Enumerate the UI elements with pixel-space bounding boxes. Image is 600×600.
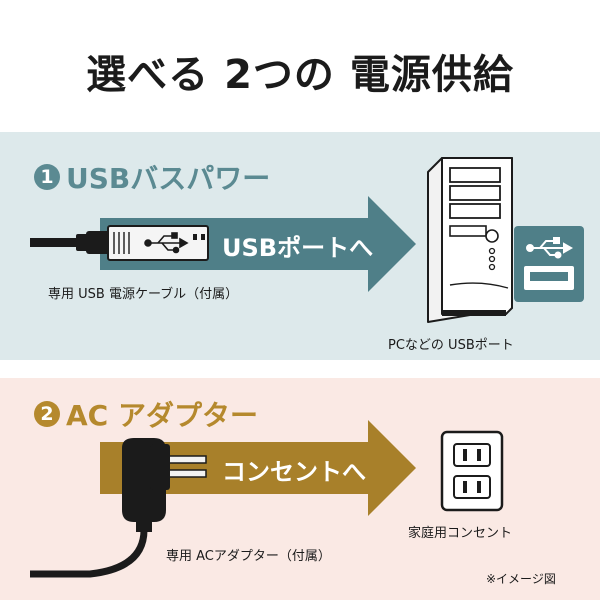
ac-adapter-caption: 専用 ACアダプター（付属） <box>166 549 331 564</box>
usb-plug-icon <box>30 225 209 261</box>
pc-tower-icon <box>427 157 513 323</box>
image-note: ※イメージ図 <box>486 572 556 586</box>
usb-symbol-icon <box>144 232 189 254</box>
ac-arrow <box>100 420 416 516</box>
usb-power-heading: 1 USBバスパワー <box>34 157 270 197</box>
ac-adapter-heading: 2 AC アダプター <box>34 394 258 434</box>
section-number-badge: 2 <box>34 401 60 427</box>
outlet-caption: 家庭用コンセント <box>408 526 513 541</box>
ac-adapter-icon <box>30 438 207 578</box>
page-title: 選べる 2つの 電源供給 <box>86 52 514 98</box>
usb-cable-caption: 専用 USB 電源ケーブル（付属） <box>48 287 239 302</box>
section-number-badge: 1 <box>34 164 60 190</box>
ac-arrow-label: コンセントへ <box>222 458 366 486</box>
usb-arrow-label: USBポートへ <box>222 234 374 262</box>
wall-outlet-icon <box>440 430 504 512</box>
usb-power-heading-text: USBバスパワー <box>66 162 271 195</box>
usb-target-caption: PCなどの USBポート <box>388 338 514 353</box>
usb-port-icon <box>514 226 584 302</box>
ac-adapter-heading-text: AC アダプター <box>66 399 258 432</box>
usb-arrow <box>100 196 416 292</box>
